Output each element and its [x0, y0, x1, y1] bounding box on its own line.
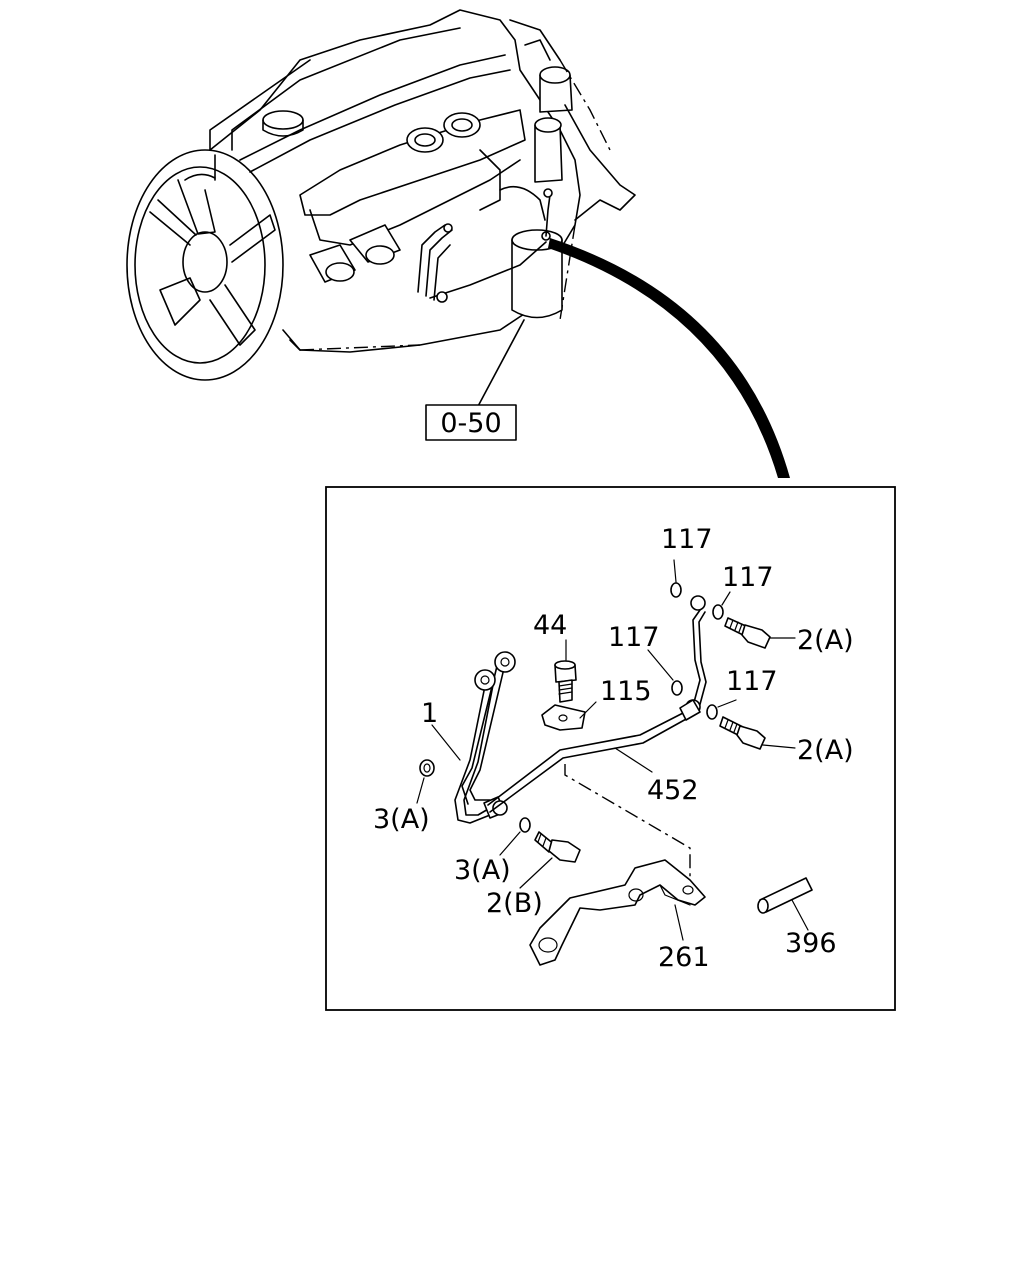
washer-3a-lower	[519, 817, 531, 833]
fuel-filter	[511, 229, 563, 319]
clip-115	[541, 704, 586, 731]
detail-connector-arc	[548, 238, 790, 478]
callout-117-top: 117	[661, 524, 713, 555]
callout-396: 396	[785, 928, 837, 959]
bolt-2b	[534, 831, 581, 863]
callout-2a-lower: 2(A)	[797, 735, 854, 766]
washer-117-right-upper	[712, 604, 724, 620]
callout-261: 261	[658, 942, 710, 973]
callout-3a-lower: 3(A)	[454, 855, 511, 886]
reference-leader	[475, 319, 525, 411]
eye-bolt-2a-upper	[724, 617, 771, 649]
flywheel	[126, 149, 284, 381]
detail-panel-frame	[325, 486, 896, 1011]
alignment-line	[564, 764, 691, 880]
engine-illustration	[126, 9, 636, 381]
callout-2a-upper: 2(A)	[797, 625, 854, 656]
reference-box-label: 0-50	[440, 408, 501, 439]
washer-117-right-lower	[706, 704, 718, 720]
detail-parts	[419, 582, 813, 966]
reference-box[interactable]: 0-50	[425, 404, 517, 441]
callout-115: 115	[600, 676, 652, 707]
washer-117-top	[670, 582, 682, 598]
callout-117-mid: 117	[608, 622, 660, 653]
callout-117-right-upper: 117	[722, 562, 774, 593]
bracket-261	[529, 859, 706, 966]
eye-bolt-2a-lower	[719, 716, 766, 750]
pin-396	[757, 877, 813, 914]
callout-117-right-lower: 117	[726, 666, 778, 697]
callout-labels: 117 117 117 117 2(A) 2(A) 44 115 1 452 3…	[373, 524, 854, 973]
washer-117-mid	[671, 680, 683, 696]
leader-lines	[416, 559, 809, 941]
injection-pipe-assembly	[454, 651, 516, 824]
callout-452: 452	[647, 775, 699, 806]
callout-3a-left: 3(A)	[373, 804, 430, 835]
callout-44: 44	[533, 610, 567, 641]
injection-pipe-452	[487, 595, 707, 813]
washer-3a-left	[419, 759, 435, 777]
callout-2b: 2(B)	[486, 888, 543, 919]
callout-1: 1	[421, 698, 438, 729]
bolt-44	[554, 660, 577, 703]
